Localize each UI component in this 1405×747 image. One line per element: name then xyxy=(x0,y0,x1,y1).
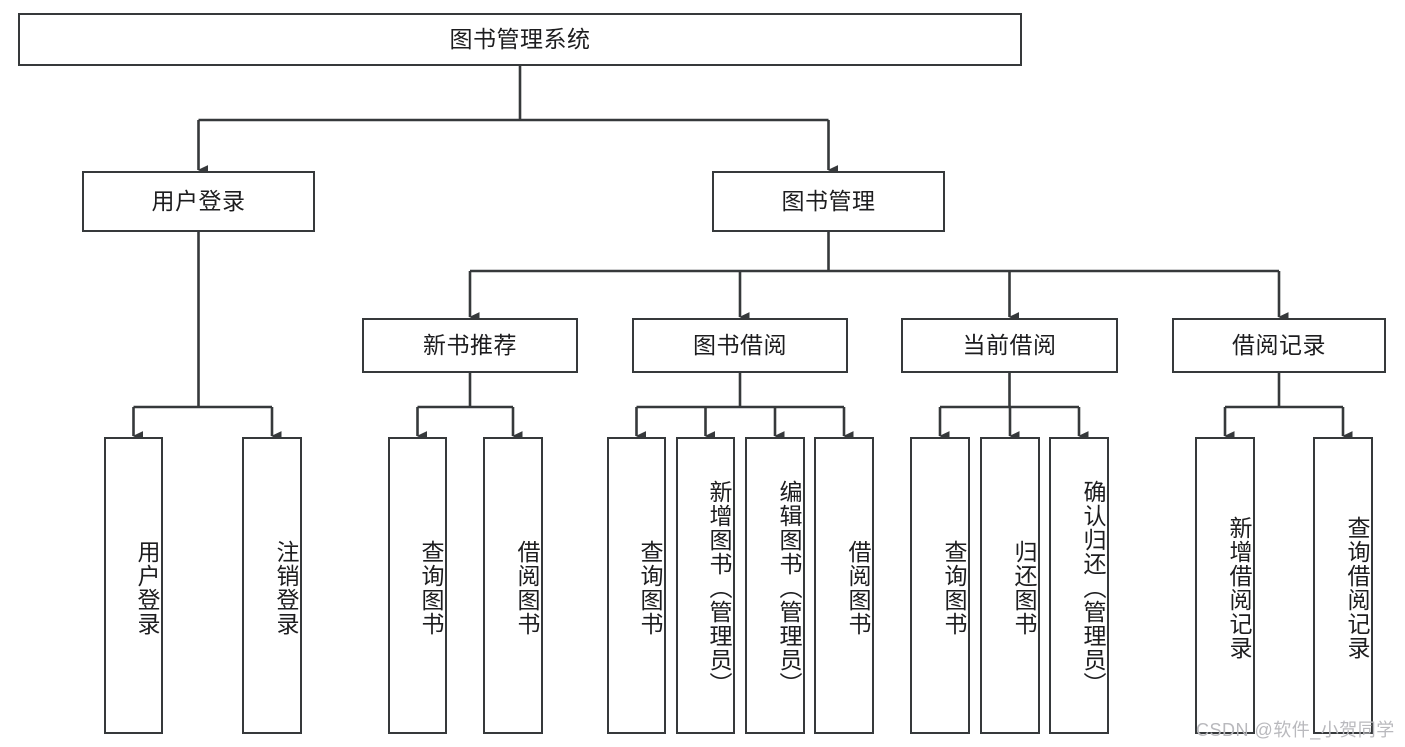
node-label: 用户登录 xyxy=(151,187,246,214)
node-label: 借阅记录 xyxy=(1232,331,1326,358)
node-leaf-edit-book[interactable]: 编辑图书（管理员） xyxy=(745,437,805,734)
node-current-borrow[interactable]: 当前借阅 xyxy=(901,318,1118,373)
node-label: 图书借阅 xyxy=(693,331,787,358)
node-label: 图书管理系统 xyxy=(449,25,591,52)
node-book-borrow[interactable]: 图书借阅 xyxy=(632,318,848,373)
node-root[interactable]: 图书管理系统 xyxy=(18,13,1022,66)
node-label: 新增图书（管理员） xyxy=(706,479,732,696)
csdn-watermark: CSDN @软件_小贺同学 xyxy=(1196,720,1395,740)
node-label: 编辑图书（管理员） xyxy=(776,479,802,696)
node-label: 查询借阅记录 xyxy=(1344,515,1370,660)
node-label: 查询图书 xyxy=(637,539,663,636)
node-book-manage[interactable]: 图书管理 xyxy=(712,171,945,232)
node-leaf-borrow-book-2[interactable]: 借阅图书 xyxy=(814,437,874,734)
node-leaf-user-login[interactable]: 用户登录 xyxy=(104,437,163,734)
node-label: 借阅图书 xyxy=(845,539,871,636)
node-label: 图书管理 xyxy=(781,187,876,214)
node-leaf-return-book[interactable]: 归还图书 xyxy=(980,437,1040,734)
node-borrow-record[interactable]: 借阅记录 xyxy=(1172,318,1386,373)
node-leaf-query-book-2[interactable]: 查询图书 xyxy=(607,437,666,734)
node-user-login[interactable]: 用户登录 xyxy=(82,171,315,232)
node-leaf-query-record[interactable]: 查询借阅记录 xyxy=(1313,437,1373,734)
node-label: 确认归还（管理员） xyxy=(1080,479,1106,696)
node-leaf-add-record[interactable]: 新增借阅记录 xyxy=(1195,437,1255,734)
node-label: 注销登录 xyxy=(273,539,299,636)
node-label: 查询图书 xyxy=(941,539,967,636)
node-new-book-rec[interactable]: 新书推荐 xyxy=(362,318,578,373)
node-label: 查询图书 xyxy=(418,539,444,636)
node-leaf-confirm-return[interactable]: 确认归还（管理员） xyxy=(1049,437,1109,734)
node-leaf-query-book-3[interactable]: 查询图书 xyxy=(910,437,970,734)
node-leaf-query-book-1[interactable]: 查询图书 xyxy=(388,437,447,734)
node-leaf-borrow-book-1[interactable]: 借阅图书 xyxy=(483,437,543,734)
node-label: 新书推荐 xyxy=(423,331,517,358)
node-label: 当前借阅 xyxy=(962,331,1057,358)
node-label: 归还图书 xyxy=(1011,539,1037,636)
node-label: 借阅图书 xyxy=(514,539,540,636)
node-leaf-add-book[interactable]: 新增图书（管理员） xyxy=(676,437,735,734)
node-label: 新增借阅记录 xyxy=(1226,515,1252,660)
node-leaf-logout[interactable]: 注销登录 xyxy=(242,437,302,734)
node-label: 用户登录 xyxy=(134,539,160,636)
